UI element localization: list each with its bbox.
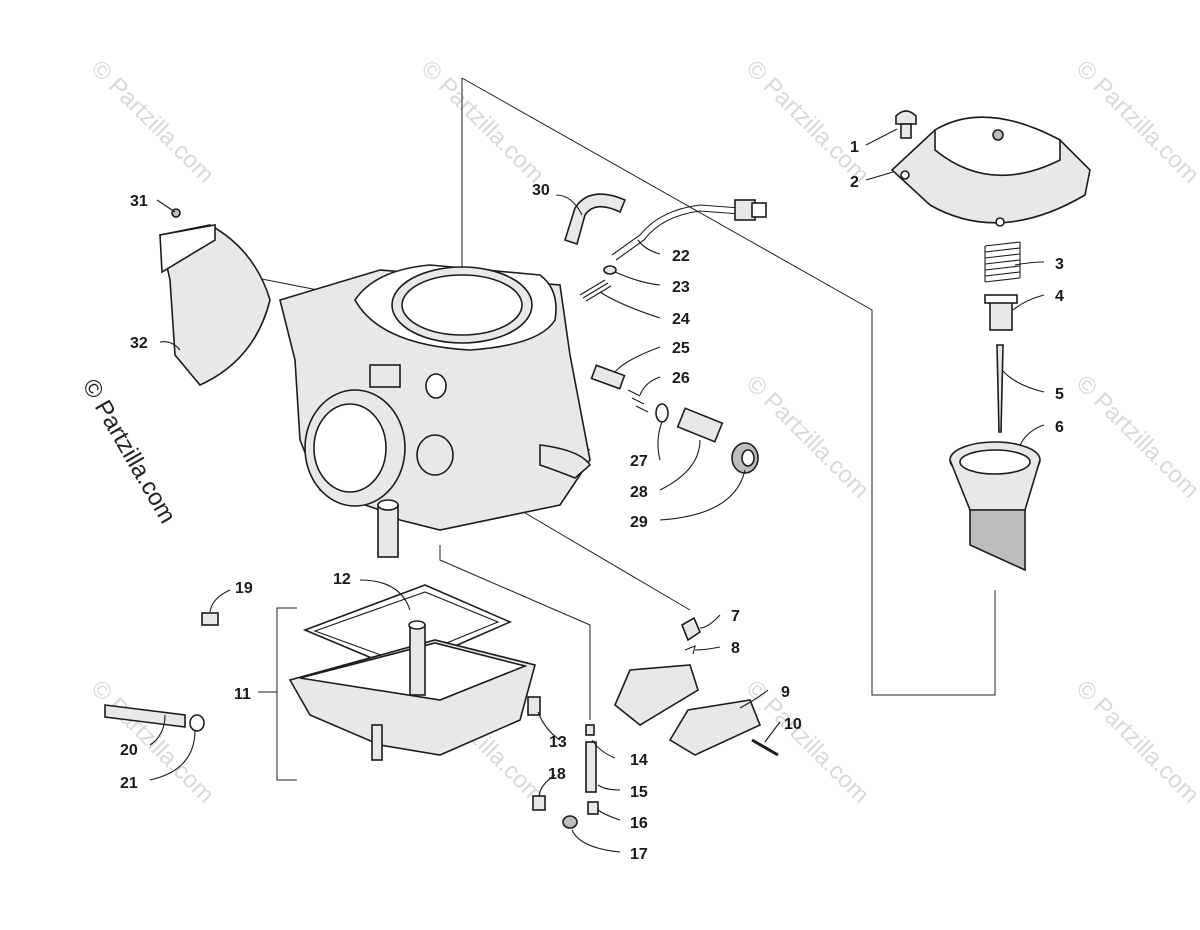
- part-pilot-screw: [590, 364, 626, 390]
- part-intake-cover: [159, 208, 271, 386]
- callout-30: 30: [532, 182, 550, 199]
- watermark: © Partzilla.com: [1071, 370, 1200, 503]
- callout-22: 22: [672, 248, 690, 265]
- watermark: © Partzilla.com: [741, 370, 874, 503]
- part-needle-holder: [984, 294, 1018, 331]
- watermark: © Partzilla.com: [86, 55, 219, 188]
- callout-13: 13: [549, 734, 567, 751]
- part-washer-23: [603, 265, 617, 275]
- part-fitting-28: [676, 407, 724, 443]
- callout-8: 8: [731, 640, 740, 657]
- part-float-bowl-gasket-inner: [313, 591, 500, 663]
- part-diaphragm-piston: [949, 441, 1041, 572]
- callout-14: 14: [630, 752, 648, 769]
- watermark: © Partzilla.com: [1071, 55, 1200, 188]
- part-cap-29: [731, 442, 759, 474]
- callout-32: 32: [130, 335, 148, 352]
- callout-25: 25: [672, 340, 690, 357]
- callout-23: 23: [672, 279, 690, 296]
- callout-5: 5: [1055, 386, 1064, 403]
- part-screw-19: [201, 612, 219, 626]
- part-hose-clamp: [189, 714, 205, 732]
- callout-31: 31: [130, 193, 148, 210]
- callout-21: 21: [120, 775, 138, 792]
- callout-15: 15: [630, 784, 648, 801]
- part-plug-17: [562, 815, 578, 829]
- callout-27: 27: [630, 453, 648, 470]
- callout-10: 10: [784, 716, 802, 733]
- part-top-cover: [890, 116, 1091, 227]
- part-float-bowl: [288, 620, 536, 761]
- callout-1: 1: [850, 139, 859, 156]
- copyright-notice: © Partzilla.com: [77, 375, 181, 529]
- part-throttle-cable: [611, 199, 767, 261]
- callout-6: 6: [1055, 419, 1064, 436]
- callout-18: 18: [548, 766, 566, 783]
- part-jet-15: [585, 741, 597, 793]
- part-spring-24: [579, 279, 612, 302]
- watermark: © Partzilla.com: [741, 55, 874, 188]
- part-jet-14: [585, 724, 595, 736]
- callout-9: 9: [781, 684, 790, 701]
- part-main-jet-16: [587, 801, 599, 815]
- part-spring: [984, 241, 1021, 283]
- watermark: © Partzilla.com: [1071, 675, 1200, 808]
- callouts: 1 2 3 4 5 6 7 8 9 10 11 12 13 14 15 16 1…: [120, 139, 1064, 863]
- part-screw-13: [527, 696, 541, 716]
- part-o-ring-27: [655, 403, 669, 423]
- callout-29: 29: [630, 514, 648, 531]
- callout-4: 4: [1055, 288, 1064, 305]
- part-spring-26: [627, 389, 649, 413]
- part-carburetor-body: [279, 264, 592, 558]
- callout-2: 2: [850, 174, 859, 191]
- part-jet-needle: [996, 344, 1004, 433]
- callout-17: 17: [630, 846, 648, 863]
- watermark: © Partzilla.com: [416, 55, 549, 188]
- callout-19: 19: [235, 580, 253, 597]
- callout-12: 12: [333, 571, 351, 588]
- bracket-part-11: [276, 607, 297, 781]
- part-pilot-jet-18: [532, 795, 546, 811]
- leader-lines: [149, 128, 1045, 853]
- callout-16: 16: [630, 815, 648, 832]
- watermark: © Partzilla.com: [86, 675, 219, 808]
- callout-7: 7: [731, 608, 740, 625]
- part-vent-hose: [564, 193, 627, 246]
- part-screw-1: [895, 110, 917, 139]
- callout-28: 28: [630, 484, 648, 501]
- part-float: [614, 664, 762, 756]
- callout-24: 24: [672, 311, 690, 328]
- callout-3: 3: [1055, 256, 1064, 273]
- callout-26: 26: [672, 370, 690, 387]
- callout-11: 11: [234, 686, 251, 703]
- part-float-pin: [751, 738, 779, 757]
- callout-20: 20: [120, 742, 138, 759]
- part-float-needle: [681, 616, 701, 655]
